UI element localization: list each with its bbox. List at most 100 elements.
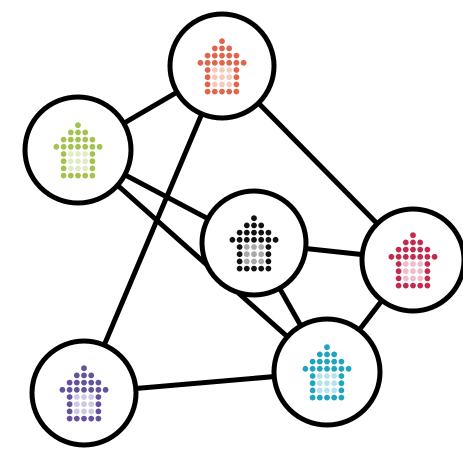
house-dot <box>75 136 81 143</box>
house-dot <box>73 408 80 415</box>
house-dot <box>309 373 316 379</box>
house-dot <box>66 408 73 415</box>
house-dot <box>395 253 402 260</box>
house-dot <box>67 129 74 136</box>
house-dot <box>233 74 240 81</box>
house-dot <box>240 59 247 66</box>
house-dot <box>219 38 225 45</box>
house-dotted-icon <box>53 122 103 179</box>
house-dot <box>265 258 272 265</box>
house-dot <box>251 258 257 265</box>
house-dot <box>243 229 250 236</box>
house-dot <box>204 59 211 66</box>
house-dot <box>402 282 409 289</box>
node-circle <box>22 94 134 206</box>
house-dot <box>410 253 416 260</box>
house-dot <box>410 282 416 289</box>
house-dot <box>197 59 204 66</box>
house-dot <box>338 387 345 394</box>
house-dot <box>60 143 67 150</box>
house-dot <box>67 158 74 165</box>
house-dot <box>402 239 409 246</box>
house-dot <box>316 351 323 358</box>
house-dot <box>211 67 218 73</box>
house-dot <box>204 88 211 95</box>
house-dot <box>338 365 345 372</box>
house-dot <box>258 229 265 236</box>
house-dot <box>75 143 81 150</box>
house-dot <box>75 129 81 136</box>
node-circle <box>271 316 383 428</box>
house-dot <box>89 165 96 172</box>
house-dot <box>88 372 95 379</box>
house-dot <box>324 365 330 372</box>
house-dot <box>258 258 265 265</box>
house-dot <box>81 365 87 372</box>
house-dot <box>88 415 95 422</box>
house-dot <box>410 232 416 239</box>
house-dot <box>417 246 424 253</box>
house-dot <box>219 59 225 66</box>
house-dotted-icon <box>388 232 438 289</box>
house-dot <box>251 215 257 222</box>
house-dot <box>410 268 416 275</box>
house-dot <box>95 415 102 422</box>
house-dot <box>211 52 218 59</box>
house-dot <box>211 74 218 81</box>
house-dot <box>236 251 243 258</box>
house-dot <box>60 158 67 165</box>
house-dot <box>88 379 95 386</box>
house-dot <box>102 386 109 393</box>
house-dot <box>338 380 345 387</box>
house-dot <box>258 244 265 250</box>
house-dot <box>219 52 225 59</box>
house-dot <box>211 59 218 66</box>
house-dot <box>226 74 233 81</box>
node-top <box>167 11 277 121</box>
house-dot <box>82 172 89 179</box>
house-dot <box>345 365 352 372</box>
house-dot <box>67 151 74 157</box>
house-dot <box>316 358 323 365</box>
house-dot <box>75 158 81 165</box>
house-dot <box>331 358 338 365</box>
node-center <box>199 188 309 298</box>
house-dot <box>331 365 338 372</box>
house-dot <box>395 246 402 253</box>
house-dot <box>82 151 89 157</box>
house-dot <box>88 386 95 393</box>
house-dot <box>316 373 323 379</box>
house-dot <box>82 165 89 172</box>
house-dot <box>331 380 338 387</box>
house-dot <box>316 380 323 387</box>
house-dot <box>395 261 402 267</box>
house-dot <box>73 386 80 393</box>
house-dot <box>388 253 395 260</box>
house-dot <box>75 165 81 172</box>
house-dot <box>272 236 279 243</box>
house-dot <box>204 52 211 59</box>
house-dot <box>324 380 330 387</box>
house-dot <box>75 172 81 179</box>
house-dot <box>233 88 240 95</box>
house-dot <box>89 143 96 150</box>
house-dot <box>233 59 240 66</box>
house-dot <box>417 253 424 260</box>
house-dotted-icon <box>59 365 109 422</box>
house-dot <box>309 394 316 401</box>
house-dotted-icon <box>302 344 352 401</box>
house-dot <box>331 394 338 401</box>
house-dot <box>258 222 265 229</box>
house-dot <box>302 365 309 372</box>
house-dot <box>219 74 225 81</box>
house-dotted-icon <box>197 38 247 95</box>
house-dot <box>66 379 73 386</box>
house-dot <box>81 394 87 400</box>
house-dot <box>53 143 60 150</box>
house-dot <box>88 408 95 415</box>
house-dot <box>395 275 402 282</box>
house-dot <box>243 236 250 243</box>
house-dot <box>219 88 225 95</box>
house-dot <box>309 358 316 365</box>
